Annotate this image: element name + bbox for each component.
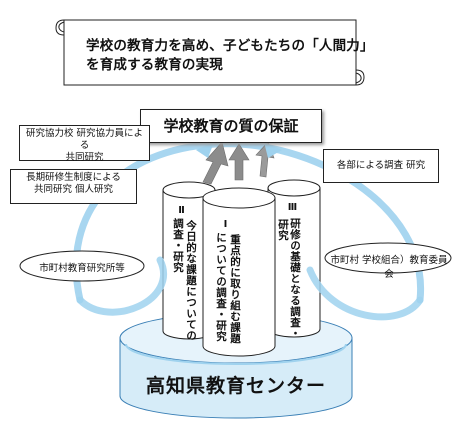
- center-label: 高知県教育センター: [145, 375, 326, 397]
- pillar-ii: [162, 181, 216, 340]
- banner-line-1: 学校の教育力を高め、子どもたちの「人間力」: [86, 38, 374, 54]
- oval-left: [19, 250, 145, 282]
- box1-line1: 研究協力校 研究協力員による: [25, 128, 144, 151]
- pillar-iii-number: Ⅲ: [287, 202, 298, 214]
- oval-right: [324, 242, 452, 274]
- ring-back: [72, 140, 425, 304]
- pillar-i: [202, 187, 276, 357]
- ring-front-right: [306, 266, 424, 321]
- oval-left-label: 市町村教育研究所等: [39, 263, 125, 274]
- pillar-ii-text-b: 調査・研究: [172, 218, 184, 273]
- pillar-ii-number: Ⅱ: [176, 205, 187, 217]
- pillar-iii-text-a: 研修の基礎となる調査・: [289, 218, 301, 339]
- box2-line2: 共同研究 個人研究: [33, 184, 114, 195]
- pillar-i-text-b: についての調査・研究: [215, 232, 227, 342]
- banner-line-2: を育成する教育の実現: [86, 57, 223, 73]
- research-box-long-term-trainees: 長期研修生制度による 共同研究 個人研究: [10, 169, 137, 204]
- quality-label: 学校教育の質の保証: [140, 109, 322, 143]
- research-box-cooperating-schools: 研究協力校 研究協力員による 共同研究: [19, 125, 150, 163]
- box2-line1: 長期研修生制度による: [26, 172, 121, 183]
- ring-arrow-left: [196, 142, 214, 158]
- arrow-group: [202, 141, 275, 185]
- pillar-ii-text-a: 今日的な課題についての: [185, 220, 197, 341]
- pillar-iii-text-b: 研究: [277, 219, 289, 241]
- pillar-i-number: Ⅰ: [220, 219, 231, 231]
- box1-line2: 共同研究: [65, 152, 104, 163]
- ring-front-left: [76, 256, 167, 316]
- ring-arrow-right: [264, 142, 282, 158]
- oval-right-label: 市町村 学校組合）教育委員会: [330, 255, 448, 280]
- pillar-i-text-a: 重点的に取り組む課題: [229, 234, 241, 344]
- banner-text: 学校の教育力を高め、子どもたちの「人間力」 を育成する教育の実現: [86, 37, 386, 75]
- research-box-departments: 各部による調査 研究: [323, 149, 439, 183]
- scroll-banner: [55, 19, 365, 86]
